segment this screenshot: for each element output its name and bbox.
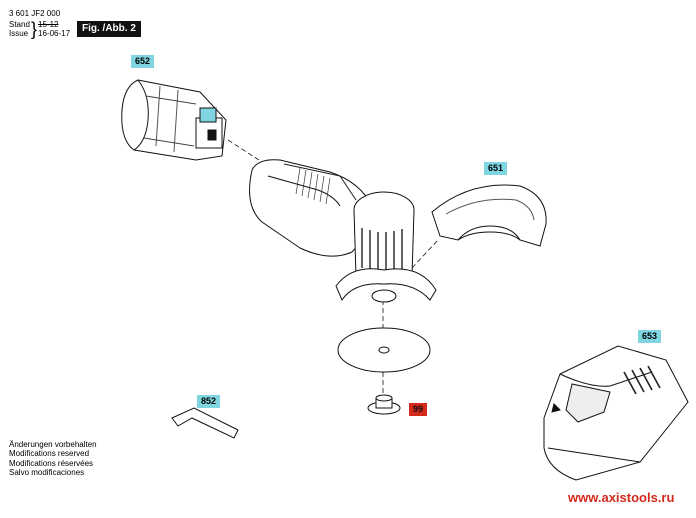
part-tag-652: 652: [131, 55, 155, 68]
guard-drawing: [431, 184, 547, 247]
part-number: 3 601 JF2 000: [9, 9, 61, 18]
grinder-drawing: [249, 159, 437, 303]
stand-value: 15-12: [38, 20, 59, 29]
disc-drawing: [337, 327, 431, 373]
figure-title: Fig. /Abb. 2: [77, 21, 141, 37]
charger-drawing: [543, 345, 689, 481]
note-line: Änderungen vorbehalten: [9, 440, 97, 449]
part-tag-852: 852: [197, 395, 221, 408]
part-tag-99: 99: [409, 403, 428, 416]
part-tag-653: 653: [638, 330, 662, 343]
header-brace: }: [31, 19, 38, 39]
issue-value: 16-06-17: [38, 29, 71, 38]
modification-notes: Änderungen vorbehalten Modifications res…: [9, 440, 97, 477]
stand-label: Stand: [9, 20, 30, 29]
watermark-url: www.axistools.ru: [568, 490, 675, 505]
part-tag-651: 651: [484, 162, 508, 175]
battery-pack-drawing: [121, 79, 227, 161]
hex-key-drawing: [171, 407, 239, 439]
note-line: Modifications réservées: [9, 458, 94, 468]
note-line: Modifications reserved: [9, 449, 90, 459]
issue-label: Issue: [9, 29, 29, 38]
note-line: Salvo modificaciones: [9, 467, 85, 477]
flange-nut-drawing: [367, 394, 401, 415]
